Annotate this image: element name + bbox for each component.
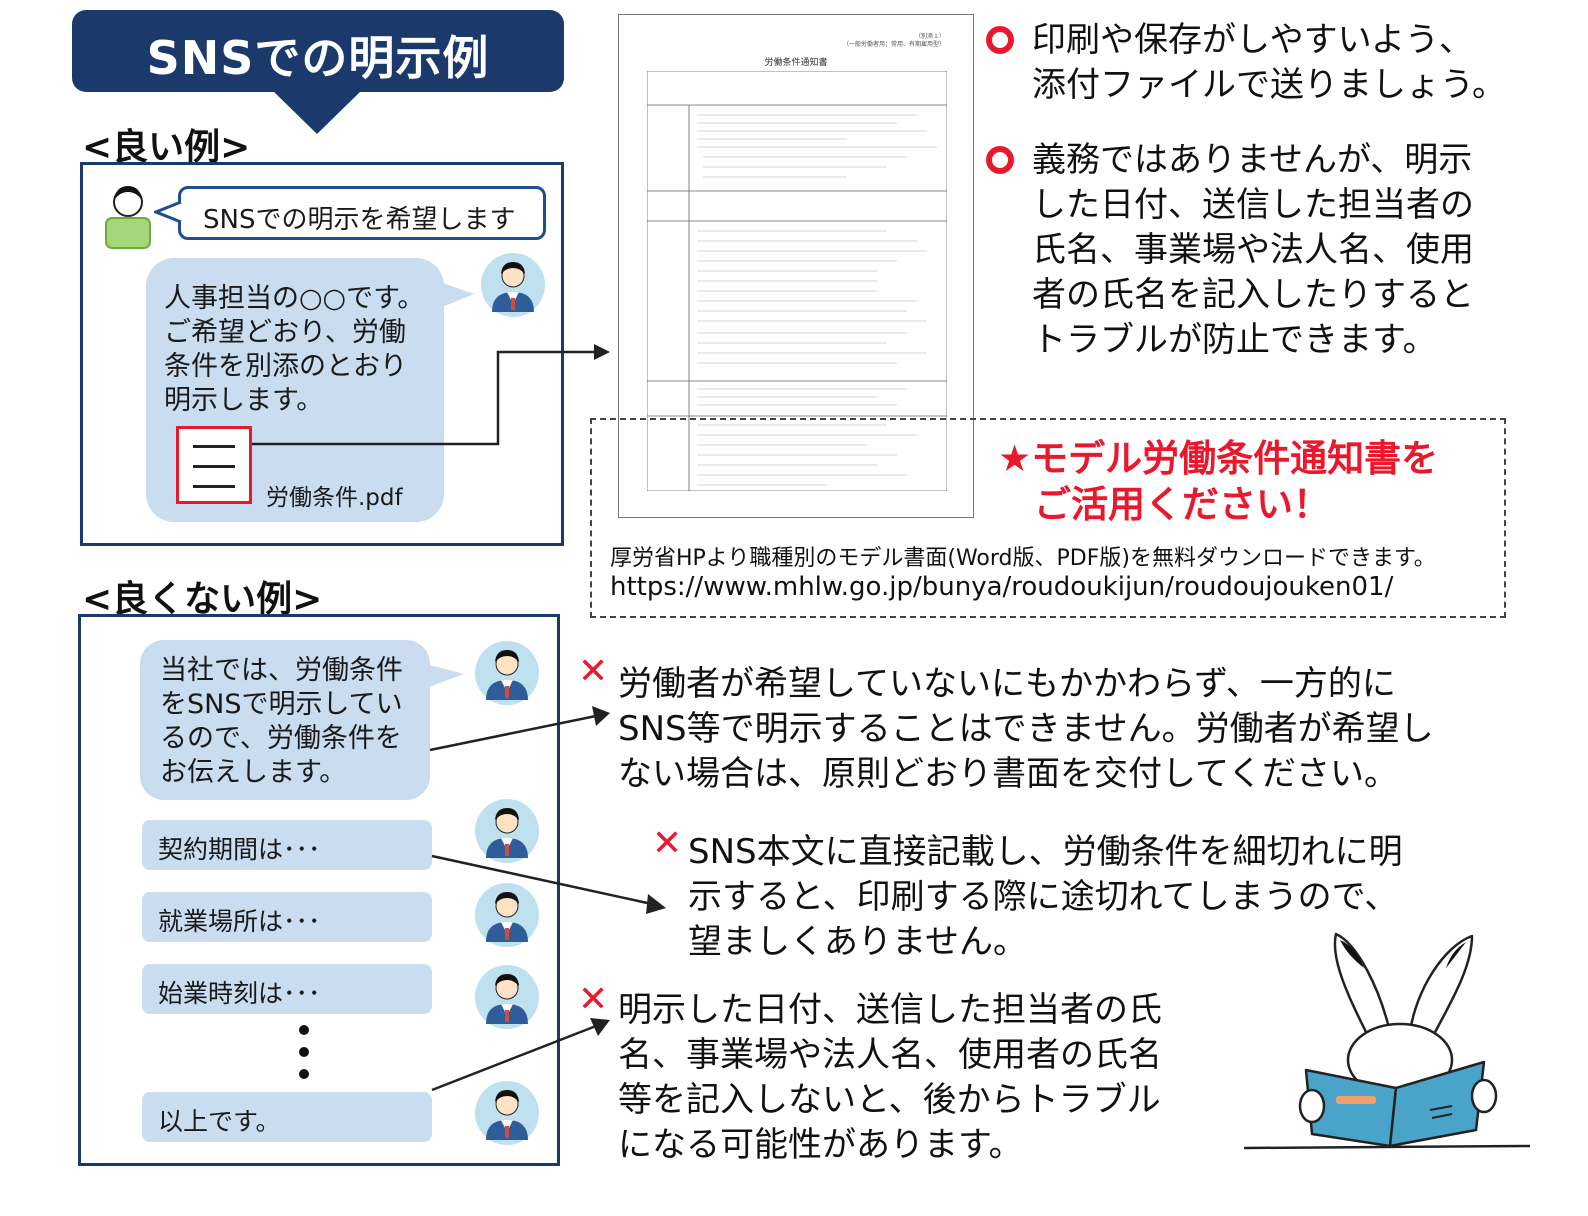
- bad-hr-message-line: をSNSで明示してい: [160, 689, 403, 720]
- hr-staff-avatar-icon: [474, 1080, 540, 1146]
- chat-item-contract-period: 契約期間は･･･: [142, 820, 432, 870]
- good-note-2: 義務ではありませんが、明示 した日付、送信した担当者の 氏名、事業場や法人名、使…: [1032, 138, 1572, 363]
- hr-staff-avatar-icon: [474, 964, 540, 1030]
- hr-staff-avatar-icon: [474, 882, 540, 948]
- title-pointer: [272, 90, 362, 134]
- model-notice-box: [590, 418, 1506, 618]
- hr-staff-avatar-icon: [480, 252, 546, 318]
- document-title: 労働条件通知書: [764, 58, 828, 68]
- good-note-line: トラブルが防止できます。: [1032, 320, 1437, 360]
- document-corner-line: （別添１）: [914, 33, 945, 40]
- bad-note-2: SNS本文に直接記載し、労働条件を細切れに明 示すると、印刷する際に途切れてしま…: [688, 830, 1548, 965]
- bad-note-line: SNS本文に直接記載し、労働条件を細切れに明: [688, 832, 1403, 872]
- good-note-line: 印刷や保存がしやすいよう、: [1032, 20, 1473, 60]
- ellipsis-dots: [299, 1025, 309, 1079]
- bad-note-line: SNS等で明示することはできません。労働者が希望し: [618, 709, 1434, 749]
- hr-staff-avatar-icon: [474, 798, 540, 864]
- rabbit-reading-illustration: [1243, 932, 1531, 1150]
- good-note-line: 添付ファイルで送りましょう。: [1032, 65, 1506, 105]
- model-notice-url[interactable]: https://www.mhlw.go.jp/bunya/roudoukijun…: [610, 572, 1394, 602]
- bad-note-line: 望ましくありません。: [688, 922, 1027, 962]
- hr-message-line: 明示します。: [164, 385, 324, 416]
- cross-ng-icon: ✕: [578, 651, 609, 692]
- document-corner-note: （別添１） （一般労働者用；常用、有期雇用型）: [843, 33, 945, 49]
- hr-bubble-tail: [440, 282, 474, 308]
- hr-message-text: 人事担当の○○です。 ご希望どおり、労働 条件を別添のとおり 明示します。: [164, 282, 434, 418]
- model-notice-heading: ★モデル労働条件通知書を ご活用ください！: [998, 436, 1498, 528]
- good-example-heading: <良い例>: [82, 127, 251, 168]
- worker-message-text: SNSでの明示を希望します: [203, 205, 516, 235]
- good-note-line: 氏名、事業場や法人名、使用: [1032, 230, 1474, 270]
- bad-note-line: ない場合は、原則どおり書面を交付してください。: [618, 754, 1398, 794]
- model-notice-description: 厚労省HPより職種別のモデル書面(Word版、PDF版)を無料ダウンロードできま…: [610, 546, 1436, 571]
- bad-example-heading: <良くない例>: [82, 579, 323, 620]
- good-note-line: 者の氏名を記入したりすると: [1032, 275, 1474, 315]
- bad-note-1: 労働者が希望していないにもかかわらず、一方的に SNS等で明示することはできませ…: [618, 662, 1538, 797]
- bad-example-arrows: [429, 706, 666, 1092]
- cross-ng-icon: ✕: [578, 979, 609, 1020]
- bad-hr-message-line: 当社では、労働条件: [160, 655, 403, 686]
- bad-note-3: 明示した日付、送信した担当者の氏 名、事業場や法人名、使用者の氏名 等を記入しな…: [618, 988, 1238, 1168]
- labor-conditions-document-thumbnail: （別添１） （一般労働者用；常用、有期雇用型） 労働条件通知書: [618, 14, 974, 518]
- hr-message-line: 条件を別添のとおり: [164, 351, 407, 382]
- good-note-line: 義務ではありませんが、明示: [1032, 140, 1473, 180]
- worker-avatar-icon: [102, 182, 154, 250]
- good-note-line: した日付、送信した担当者の: [1032, 185, 1474, 225]
- bad-note-line: 示すると、印刷する際に途切れてしまうので、: [688, 877, 1399, 917]
- bad-note-line: 等を記入しないと、後からトラブル: [618, 1080, 1161, 1120]
- page-title: SNSでの明示例: [146, 31, 490, 85]
- hr-message-line: ご希望どおり、労働: [164, 317, 406, 348]
- chat-item-start-time: 始業時刻は･･･: [142, 964, 432, 1014]
- attachment-name[interactable]: 労働条件.pdf: [266, 485, 403, 511]
- bad-note-line: 労働者が希望していないにもかかわらず、一方的に: [618, 664, 1396, 704]
- chat-item-work-location: 就業場所は･･･: [142, 892, 432, 942]
- chat-item-closing: 以上です。: [142, 1092, 432, 1142]
- cross-ng-icon: ✕: [652, 823, 683, 864]
- bad-hr-message-bubble: [140, 640, 430, 800]
- bad-note-line: 名、事業場や法人名、使用者の氏名: [618, 1035, 1162, 1075]
- hr-message-line: 人事担当の○○です。: [164, 283, 425, 314]
- worker-message-bubble: SNSでの明示を希望します: [178, 186, 546, 240]
- bad-hr-message-line: るので、労働条件を: [160, 723, 402, 754]
- document-form-lines: [647, 71, 947, 491]
- bad-note-line: になる可能性があります。: [618, 1125, 1023, 1165]
- bad-hr-message-text: 当社では、労働条件 をSNSで明示してい るので、労働条件を お伝えします。: [160, 654, 430, 790]
- bad-note-line: 明示した日付、送信した担当者の氏: [618, 990, 1162, 1030]
- worker-bubble-tail: [154, 200, 182, 224]
- model-heading-line: ご活用ください！: [1034, 483, 1330, 526]
- attachment-arrow: [252, 344, 610, 446]
- document-corner-line: （一般労働者用；常用、有期雇用型）: [842, 41, 945, 48]
- hr-staff-avatar-icon: [474, 640, 540, 706]
- circle-ok-icon: [986, 26, 1014, 54]
- bad-hr-message-line: お伝えします。: [160, 757, 347, 788]
- good-note-1: 印刷や保存がしやすいよう、 添付ファイルで送りましょう。: [1032, 18, 1572, 108]
- title-banner: SNSでの明示例: [72, 10, 564, 92]
- pdf-file-icon[interactable]: [176, 426, 252, 504]
- bad-hr-bubble-tail: [426, 664, 464, 688]
- circle-ok-icon: [986, 146, 1014, 174]
- model-heading-line: ★モデル労働条件通知書を: [998, 437, 1439, 480]
